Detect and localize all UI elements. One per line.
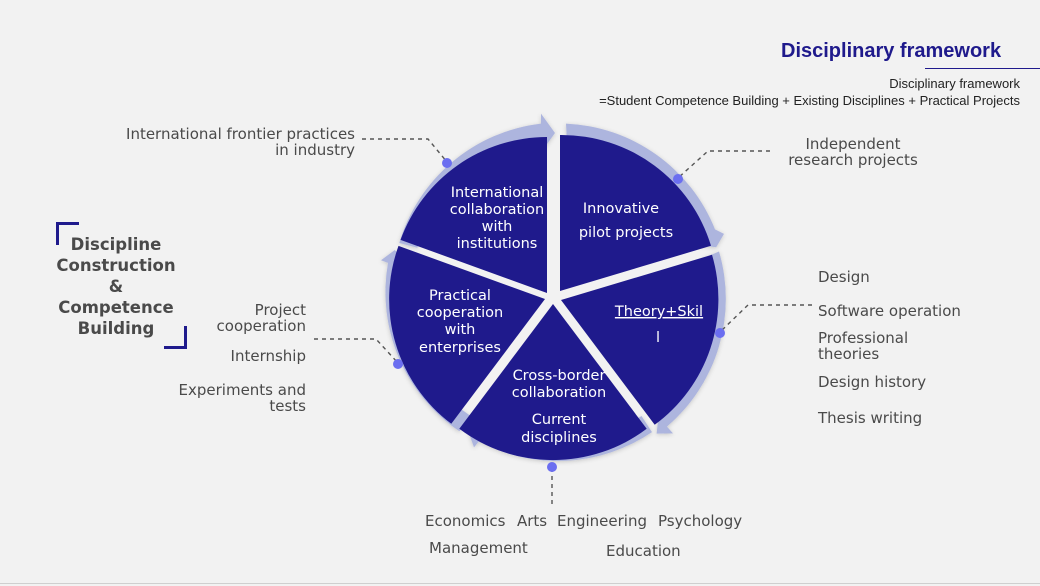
label-arts: Arts [517, 512, 548, 530]
side-title-line: Construction [56, 256, 176, 275]
subtitle-line-2: =Student Competence Building + Existing … [599, 93, 1020, 108]
side-title-line: Building [77, 319, 155, 338]
dot-bottom [547, 462, 557, 472]
segment-label-line: Current [532, 412, 587, 428]
ring-arc-top-right [566, 123, 724, 248]
label-thesis-writing: Thesis writing [818, 409, 923, 427]
pie-segments [389, 134, 719, 461]
label-line: Project [254, 301, 306, 319]
segment-label-line: cooperation [417, 305, 503, 321]
label-internship: Internship [230, 347, 306, 365]
segment-international-collaboration [400, 137, 547, 293]
label-theories: theories [818, 345, 880, 363]
label-frontier: International frontier practices in indu… [118, 126, 355, 158]
segment-label-line: l [656, 330, 660, 346]
label-psychology: Psychology [658, 512, 743, 530]
label-line: Experiments and [178, 381, 306, 399]
label-line: research projects [788, 151, 918, 169]
leader-left-list [314, 338, 399, 364]
leader-right-list [719, 304, 812, 333]
segment-label-line: International [451, 185, 544, 201]
dot-right-list [715, 328, 725, 338]
segment-labels: International collaboration with institu… [417, 185, 703, 446]
segment-label-line: collaboration [450, 202, 544, 218]
label-engineering: Engineering [557, 512, 647, 530]
label-line: International frontier practices [126, 125, 355, 143]
segment-label-line: enterprises [419, 340, 501, 356]
leader-independent [677, 150, 770, 179]
side-title-line: Discipline [70, 235, 162, 254]
segment-label-line: collaboration [512, 385, 606, 401]
dot-frontier [442, 158, 452, 168]
side-title: Discipline Construction & Competence Bui… [56, 234, 176, 339]
segment-label-line: with [482, 219, 513, 235]
label-education: Education [606, 542, 681, 560]
segment-label-line: Cross-border [513, 368, 606, 384]
segment-label-line: Innovative [583, 201, 659, 217]
label-independent: Independent research projects [783, 136, 923, 168]
segment-label-line: disciplines [521, 430, 597, 446]
segment-practical-cooperation [389, 245, 545, 424]
title-underline [925, 68, 1040, 69]
label-management: Management [429, 539, 528, 557]
segment-label-line: Theory+Skil [614, 304, 703, 320]
side-title-line: Competence [58, 298, 174, 317]
connector-dots [393, 158, 725, 472]
label-software-operation: Software operation [818, 302, 961, 320]
label-line: Independent [805, 135, 901, 153]
label-line: in industry [275, 141, 355, 159]
side-title-line: & [108, 277, 124, 296]
label-line: tests [269, 397, 306, 415]
dot-independent [673, 174, 683, 184]
segment-innovative-pilot [560, 134, 711, 291]
label-project-cooperation: Project cooperation [186, 302, 306, 334]
corner-bracket-bottom-right [164, 326, 187, 349]
label-professional: Professional [818, 329, 909, 347]
leader-frontier [362, 138, 448, 163]
page-title: Disciplinary framework [781, 40, 1002, 62]
label-line: cooperation [216, 317, 306, 335]
bottom-divider [0, 583, 1040, 584]
segment-theory-skill [561, 254, 719, 425]
leader-lines [314, 138, 812, 508]
dot-left-list [393, 359, 403, 369]
label-design: Design [818, 268, 870, 286]
corner-bracket-top-left [56, 222, 79, 245]
segment-cross-border [459, 304, 647, 461]
segment-label-line: institutions [457, 236, 538, 252]
segment-label-line: Practical [429, 288, 491, 304]
label-design-history: Design history [818, 373, 927, 391]
segment-label-line: with [445, 322, 476, 338]
label-experiments: Experiments and tests [166, 382, 306, 414]
subtitle-line-1: Disciplinary framework [889, 76, 1020, 91]
label-economics: Economics [425, 512, 506, 530]
segment-label-line: pilot projects [579, 225, 673, 241]
